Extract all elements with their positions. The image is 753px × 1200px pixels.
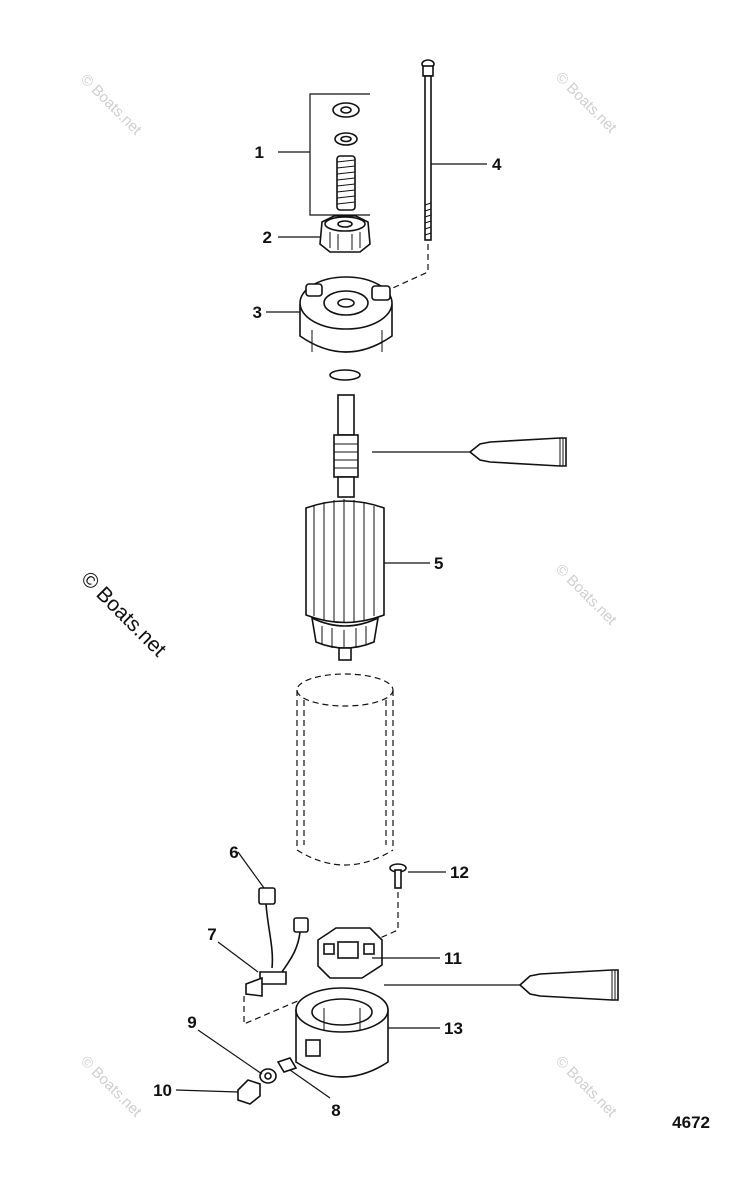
leader-lines [175,151,487,1099]
watermark-main: © Boats.net [76,567,170,661]
callout-13: 13 [444,1019,463,1038]
callout-5: 5 [434,554,443,573]
callout-2: 2 [263,228,272,247]
callout-4: 4 [492,155,502,174]
part-11-brush-holder [317,927,383,979]
grease-tube-lower [384,969,619,1001]
part-6-7-brush-lead [243,887,309,1025]
watermark-bottom-left: © Boats.net [77,1053,145,1121]
watermark-mid-right: © Boats.net [552,561,620,629]
callout-7: 7 [207,925,216,944]
part-4-through-bolt [383,59,435,293]
part-8-9-10-hardware [237,1057,298,1105]
part-3-end-cap [299,276,393,353]
callout-3: 3 [253,303,262,322]
callout-1: 1 [255,143,264,162]
callout-10: 10 [153,1081,172,1100]
part-13-end-cap [295,987,389,1078]
figure-number: 4672 [672,1113,710,1132]
callout-12: 12 [450,863,469,882]
callout-6: 6 [229,843,238,862]
watermark-top-left: © Boats.net [77,71,145,139]
watermark-top-right: © Boats.net [552,69,620,137]
callout-11: 11 [444,949,462,968]
part-5-armature [305,394,385,661]
callout-9: 9 [187,1013,196,1032]
watermark-bottom-right: © Boats.net [552,1053,620,1121]
callout-8: 8 [331,1101,340,1120]
o-ring [329,369,361,381]
grease-tube-upper [372,437,567,467]
part-1-kit [309,93,370,216]
part-2-gear [319,215,371,253]
part-12-screw [379,863,407,939]
frame-housing [296,673,394,866]
